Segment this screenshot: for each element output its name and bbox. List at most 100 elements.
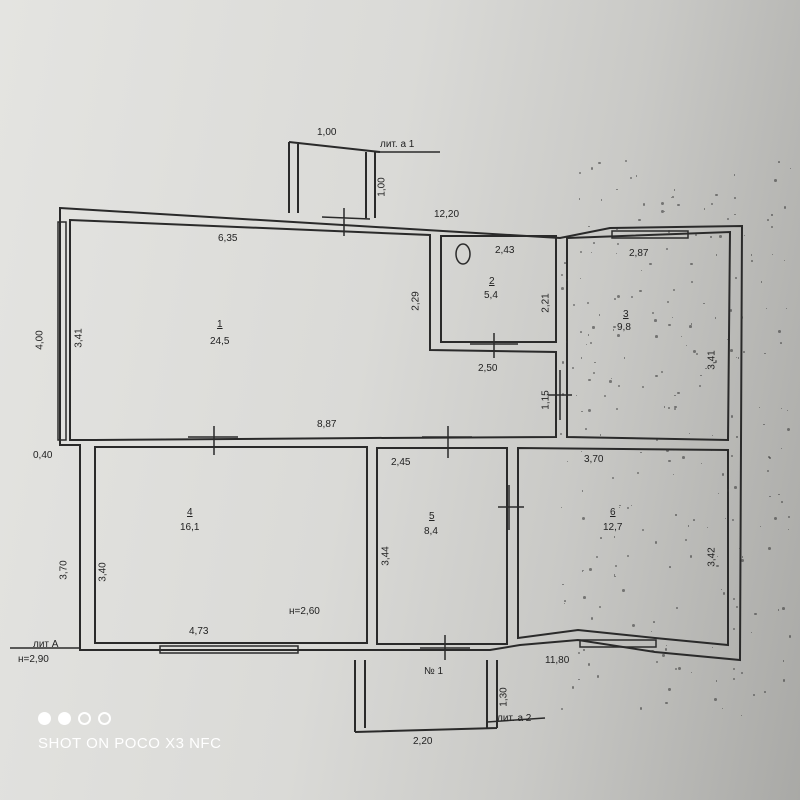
noise-speck xyxy=(587,663,590,666)
noise-speck xyxy=(734,276,737,279)
noise-speck xyxy=(778,493,780,495)
watermark-dots xyxy=(38,712,221,725)
noise-speck xyxy=(674,405,677,409)
noise-speck xyxy=(786,409,789,412)
noise-speck xyxy=(579,198,581,200)
noise-speck xyxy=(751,632,753,634)
noise-speck xyxy=(729,349,733,353)
dim-room2-right: 2,21 xyxy=(540,293,552,313)
noise-speck xyxy=(588,225,590,228)
noise-speck xyxy=(655,660,659,663)
noise-speck xyxy=(690,262,693,266)
noise-speck xyxy=(651,311,654,314)
noise-speck xyxy=(743,351,746,353)
noise-speck xyxy=(676,607,678,609)
noise-speck xyxy=(771,253,774,256)
noise-speck xyxy=(703,208,706,211)
noise-speck xyxy=(706,526,708,529)
noise-speck xyxy=(612,476,615,479)
noise-speck xyxy=(782,607,786,611)
noise-speck xyxy=(695,353,698,356)
noise-speck xyxy=(560,432,562,435)
noise-speck xyxy=(578,652,581,655)
noise-speck xyxy=(661,202,665,206)
dim-room1-right: 2,29 xyxy=(410,291,422,311)
label-lit-a: лит А xyxy=(33,639,59,650)
noise-speck xyxy=(773,516,777,520)
room-5-number: 5 xyxy=(429,511,435,522)
noise-speck xyxy=(674,667,678,670)
noise-speck xyxy=(571,685,575,689)
noise-speck xyxy=(677,203,680,207)
noise-speck xyxy=(587,333,590,336)
noise-speck xyxy=(766,308,768,310)
watermark-text: SHOT ON POCO X3 NFC xyxy=(38,735,222,752)
noise-speck xyxy=(672,316,674,318)
noise-speck xyxy=(789,167,791,169)
noise-speck xyxy=(655,374,658,378)
noise-speck xyxy=(726,489,730,493)
noise-speck xyxy=(731,518,734,521)
noise-speck xyxy=(662,654,665,657)
noise-speck xyxy=(649,262,652,266)
noise-speck xyxy=(733,213,736,216)
door-room4 xyxy=(188,426,238,455)
noise-speck xyxy=(668,459,671,463)
label-lit-a2: лит. а 2 xyxy=(497,713,532,724)
noise-speck xyxy=(689,555,693,558)
noise-speck xyxy=(689,325,692,329)
noise-speck xyxy=(764,352,766,355)
noise-speck xyxy=(629,176,633,179)
noise-speck xyxy=(582,516,585,520)
noise-speck xyxy=(710,449,713,452)
dim-overall-bottom: 11,80 xyxy=(545,655,570,666)
noise-speck xyxy=(674,408,677,411)
noise-speck xyxy=(600,537,602,540)
noise-speck xyxy=(564,262,566,264)
noise-speck xyxy=(561,583,564,586)
noise-speck xyxy=(566,460,569,463)
noise-speck xyxy=(622,589,625,593)
noise-speck xyxy=(788,635,792,638)
noise-speck xyxy=(666,247,669,250)
room-4-walls xyxy=(94,446,368,644)
dim-overall-top: 12,20 xyxy=(434,209,460,220)
noise-speck xyxy=(678,666,682,670)
noise-speck xyxy=(595,555,598,559)
noise-speck xyxy=(716,564,720,568)
noise-speck xyxy=(587,408,591,412)
noise-speck xyxy=(668,688,671,691)
noise-speck xyxy=(780,407,783,409)
noise-speck xyxy=(560,274,563,277)
door-corridor xyxy=(548,370,572,420)
noise-speck xyxy=(767,218,769,221)
noise-speck xyxy=(619,506,621,509)
noise-speck xyxy=(613,297,616,300)
noise-speck xyxy=(560,506,563,509)
noise-speck xyxy=(688,432,691,435)
dim-room6-right: 3,42 xyxy=(706,547,718,567)
noise-speck xyxy=(600,199,602,201)
room-1-number: 1 xyxy=(217,319,223,330)
noise-speck xyxy=(581,410,583,413)
noise-speck xyxy=(743,235,746,237)
noise-speck xyxy=(591,252,593,254)
noise-speck xyxy=(654,334,658,338)
noise-speck xyxy=(758,407,760,409)
dim-room2-top: 2,43 xyxy=(495,245,515,256)
noise-speck xyxy=(639,707,643,710)
room-6-number: 6 xyxy=(610,507,616,518)
noise-speck xyxy=(729,309,733,313)
noise-speck xyxy=(654,541,658,544)
watermark-dot xyxy=(38,712,51,725)
noise-speck xyxy=(700,375,702,377)
noise-speck xyxy=(751,254,753,256)
noise-speck xyxy=(672,474,674,476)
noise-speck xyxy=(784,259,786,261)
noise-speck xyxy=(623,357,626,360)
noise-speck xyxy=(693,350,697,354)
room-5-area: 8,4 xyxy=(424,526,438,537)
noise-speck xyxy=(710,236,712,238)
noise-speck xyxy=(673,288,676,291)
noise-speck xyxy=(741,672,744,675)
